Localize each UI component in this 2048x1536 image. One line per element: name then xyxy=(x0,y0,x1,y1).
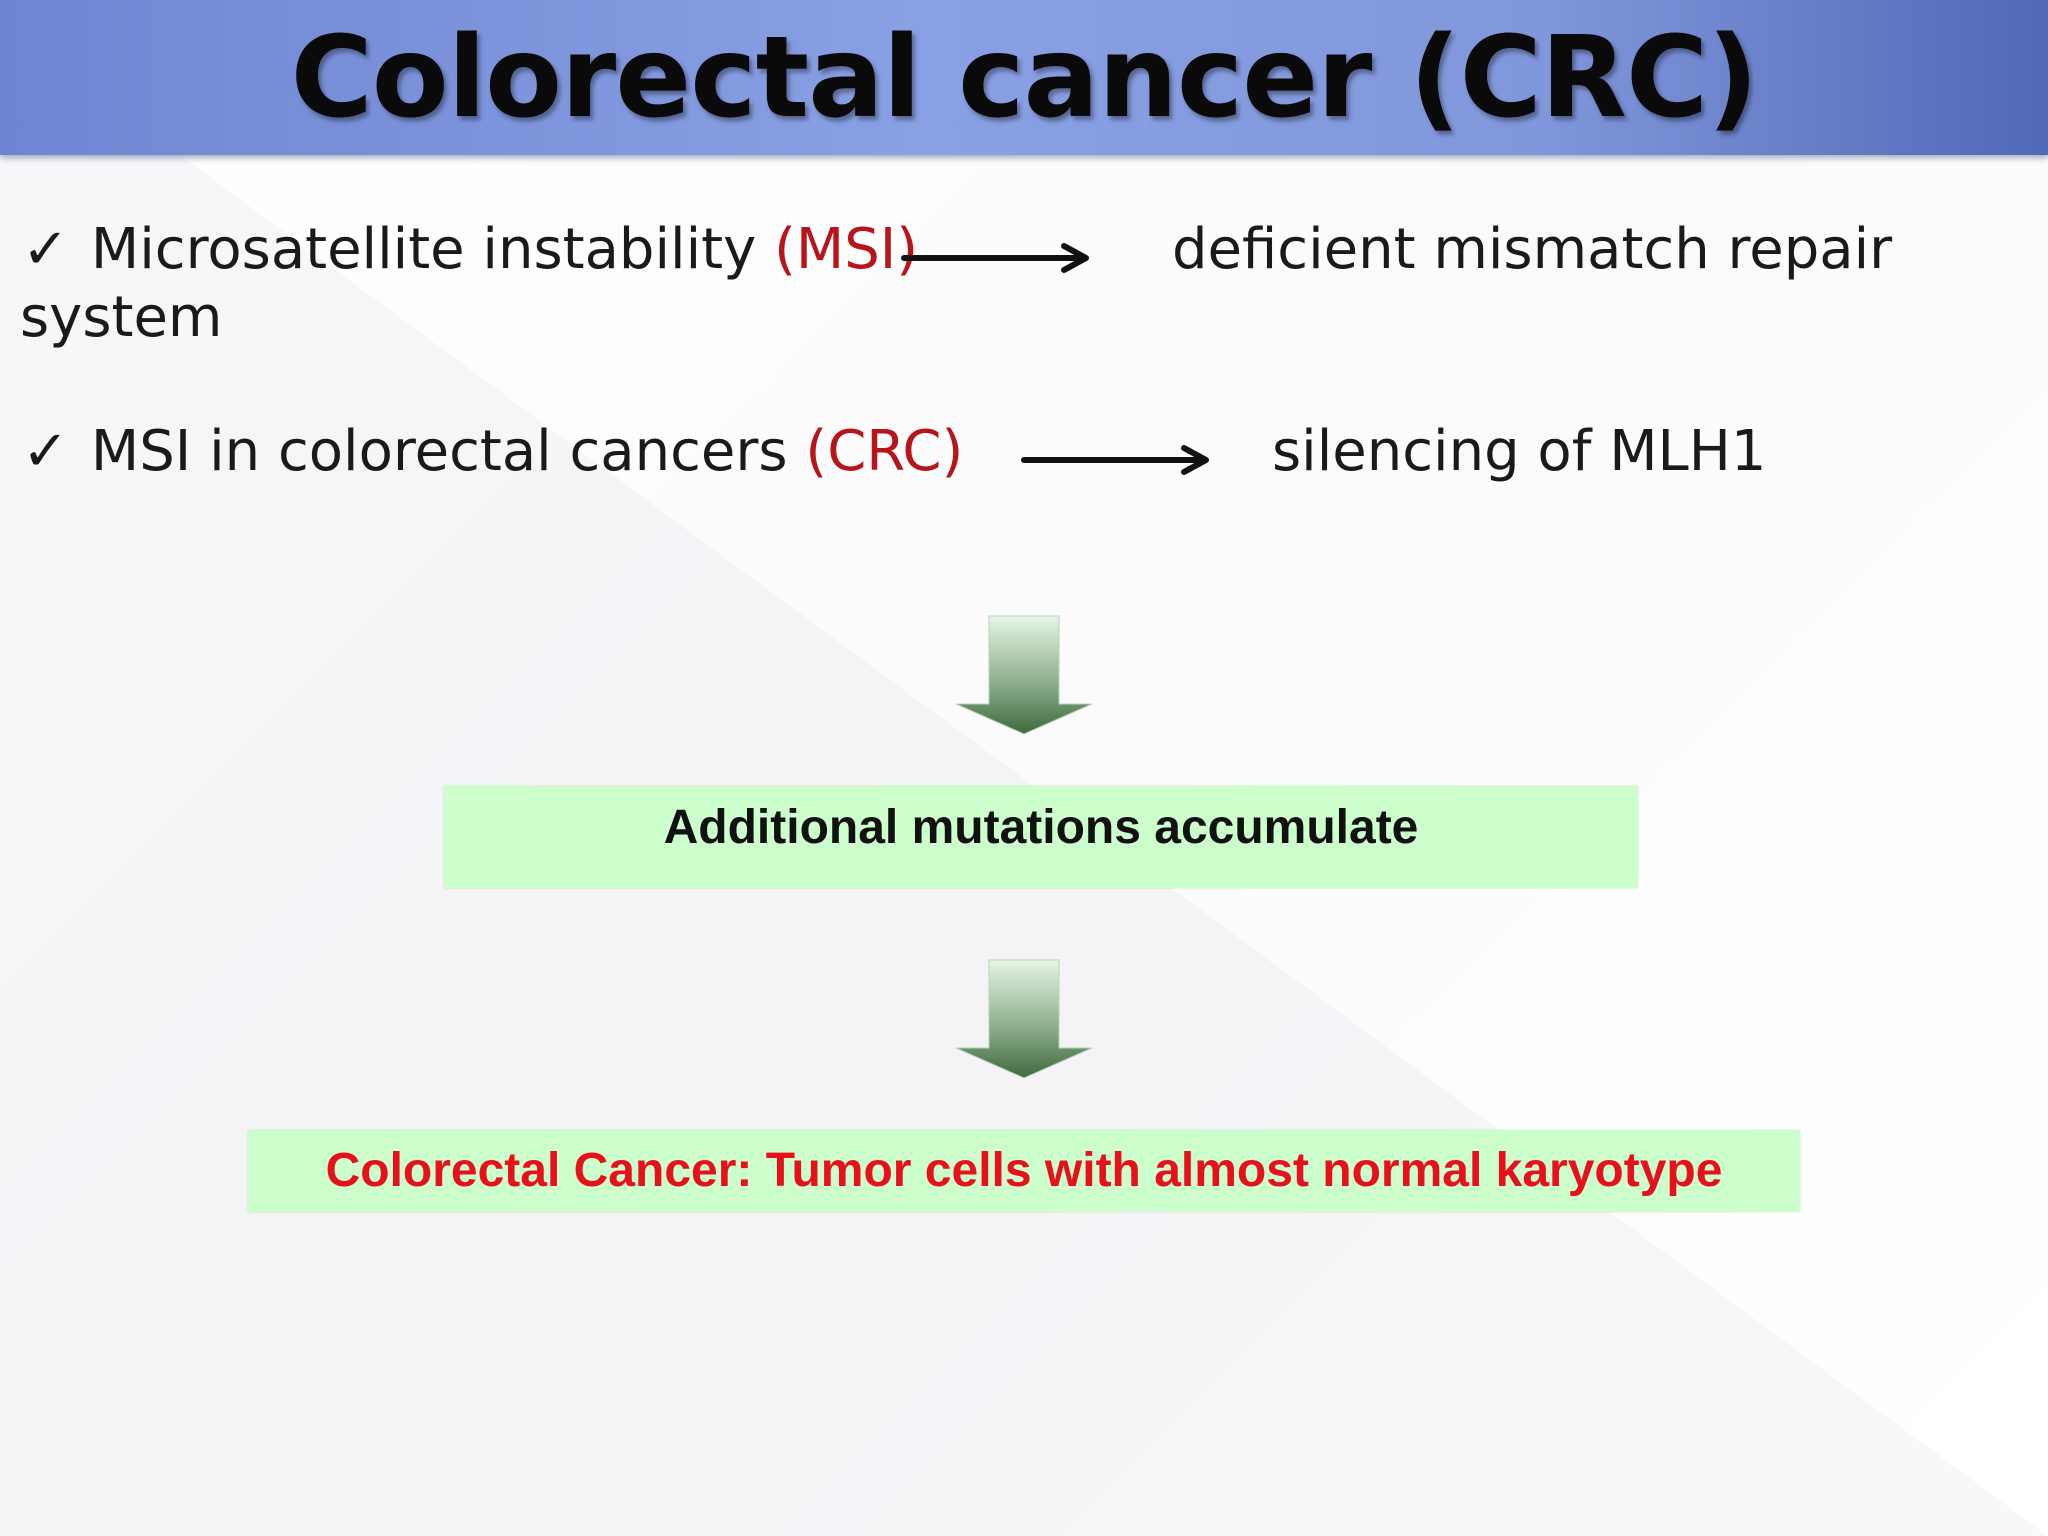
arrow-down-icon xyxy=(955,615,1093,735)
bullet-1-abbr: (MSI) xyxy=(774,217,919,282)
bullet-1-line: ✓ Microsatellite instability (MSI) xyxy=(22,216,918,284)
arrow-right-icon xyxy=(901,243,1089,273)
bullet-2-lead: MSI in colorectal cancers xyxy=(90,419,788,484)
check-icon: ✓ xyxy=(22,419,69,484)
check-icon: ✓ xyxy=(22,217,69,282)
slide-title: Colorectal cancer (CRC) xyxy=(290,13,1759,143)
bullet-1-lead: Microsatellite instability xyxy=(90,217,757,282)
flow-step-2: Colorectal Cancer: Tumor cells with almo… xyxy=(248,1130,1800,1212)
arrow-down-icon xyxy=(955,959,1093,1079)
bullet-2-result: silencing of MLH1 xyxy=(1272,419,1767,484)
bullet-2-abbr: (CRC) xyxy=(805,419,964,484)
bullet-1-result: deficient mismatch repair xyxy=(1172,217,1893,282)
bullet-1-continuation: system xyxy=(20,285,223,350)
bullet-2-line: ✓ MSI in colorectal cancers (CRC) xyxy=(22,418,963,486)
title-bar: Colorectal cancer (CRC) xyxy=(0,0,2048,155)
flow-step-1: Additional mutations accumulate xyxy=(444,786,1638,888)
arrow-right-icon xyxy=(1021,445,1209,475)
